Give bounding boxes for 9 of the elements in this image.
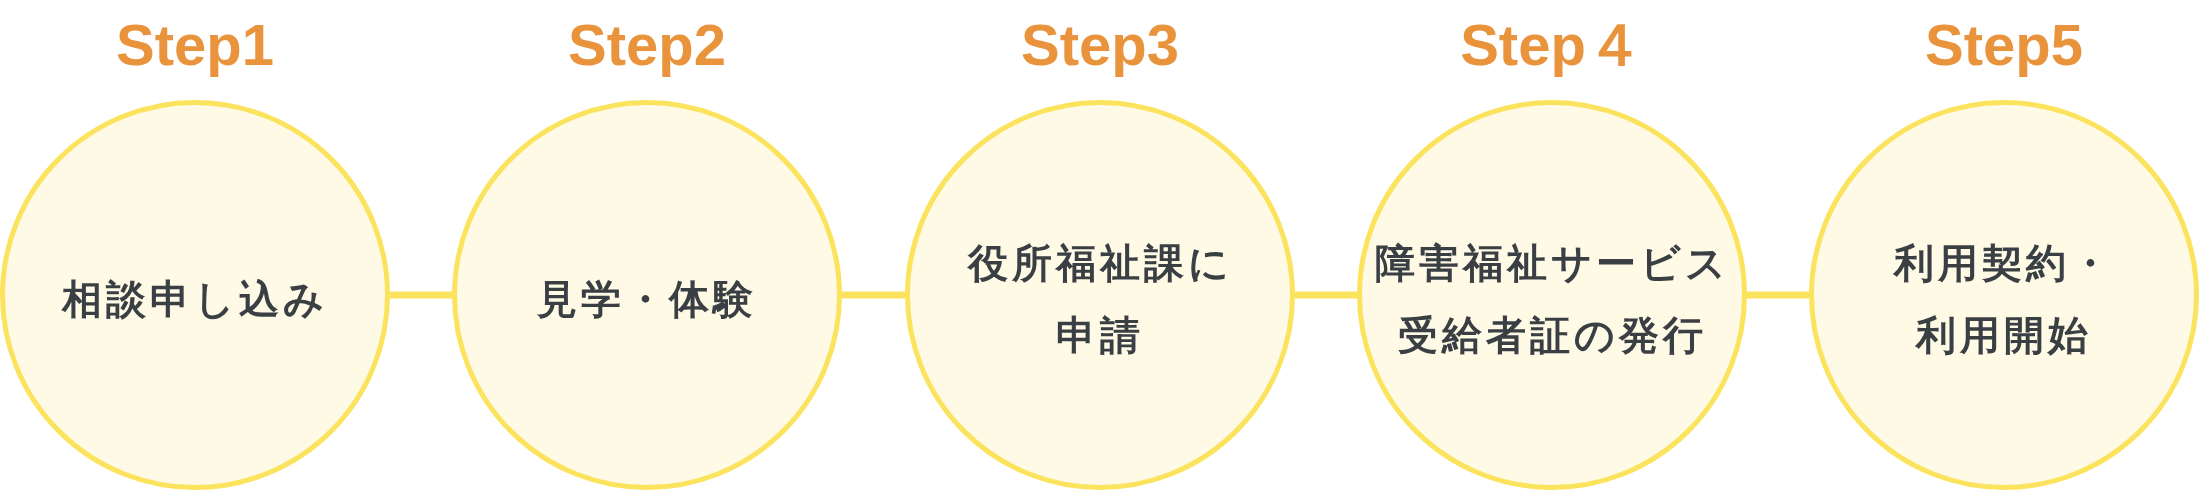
connector-line <box>1747 291 1809 299</box>
step-text: 見学・体験 <box>537 275 757 324</box>
step-text: 障害福祉サービス受給者証の発行 <box>1373 239 1731 360</box>
step-text: 役所福祉課に申請 <box>966 239 1234 360</box>
step-text: 利用契約・利用開始 <box>1892 239 2115 360</box>
connector-line <box>390 291 452 299</box>
step-text: 相談申し込み <box>62 275 328 324</box>
connector-line <box>842 291 905 299</box>
connector-line <box>1295 291 1357 299</box>
